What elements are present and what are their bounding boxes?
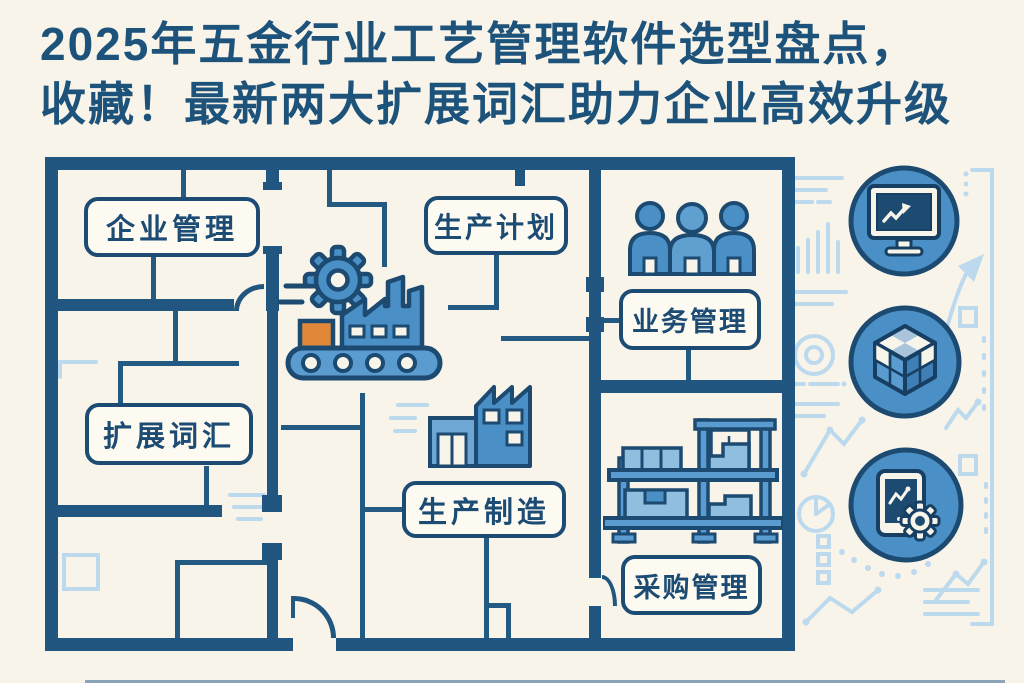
wall-line [365,507,403,512]
wall-segment [52,299,234,311]
wall-line [118,361,123,404]
wall-line [494,255,499,308]
room-label-expanded-vocabulary: 扩展词汇 [85,403,253,465]
title-line-1: 2025年五金行业工艺管理软件选型盘点， [40,18,919,70]
wall-line [501,336,589,341]
wall-segment [263,182,282,190]
decor-line [393,429,417,433]
decor-square [62,553,100,591]
wall-segment [267,560,278,638]
room-label-text: 企业管理 [105,214,238,246]
door-arc [602,575,617,606]
room-label-business-management: 业务管理 [619,289,761,350]
door-arc [234,284,264,311]
wall-line [484,537,489,638]
room-label-production-planning: 生产计划 [424,196,568,255]
wall-line [686,350,691,381]
sidebar-icons [848,165,964,563]
decor-line [396,403,429,407]
wall-segment [586,277,604,292]
decor-line [228,493,266,497]
wall-segment [52,505,222,517]
room-label-text: 业务管理 [632,307,748,337]
wall-segment [336,638,795,651]
wall-line [601,318,620,323]
wall-line [204,466,209,506]
wall-line [181,170,186,198]
page-title: 2025年五金行业工艺管理软件选型盘点， 收藏！最新两大扩展词汇助力企业高效升级 [40,14,952,134]
wall-segment [266,157,279,190]
room-label-enterprise-management: 企业管理 [84,197,260,257]
decor-line [389,416,417,420]
wall-line [175,560,180,638]
wall-segment [45,638,293,651]
wall-line [360,393,365,638]
door-arc [294,596,336,638]
decor-line [58,360,62,379]
wall-segment [589,606,601,638]
warehouse-rack-icon [603,418,783,544]
wall-segment [267,311,278,495]
cube-3d-icon [848,305,962,419]
room-label-text: 生产制造 [417,496,550,529]
factory-building-icon [428,385,532,468]
wall-line [382,202,387,267]
wall-segment [586,317,604,332]
wall-segment [262,495,282,512]
decor-line [232,505,265,509]
monitor-chart-icon [848,165,960,277]
wall-line [281,425,361,430]
wall-segment [782,157,795,651]
wall-segment [45,157,795,170]
room-label-production-manufacturing: 生产制造 [402,481,566,538]
wall-line [151,257,156,300]
gear-factory-conveyor-icon [278,244,443,381]
room-label-text: 生产计划 [433,211,558,243]
decor-line [58,360,98,364]
wall-segment [45,157,58,651]
wall-line [175,560,270,565]
wall-segment [589,380,782,393]
wall-line [448,305,499,310]
tablet-gear-icon [848,447,964,563]
wall-line [118,361,239,366]
wall-segment [589,157,601,578]
bottom-crop-line [85,680,1005,683]
wall-line [327,170,332,206]
team-people-icon [628,201,756,276]
title-line-2: 收藏！最新两大扩展词汇助力企业高效升级 [40,78,952,130]
wall-segment [263,246,282,254]
wall-segment [515,170,525,186]
wall-segment [266,252,279,311]
wall-line [484,603,511,608]
room-label-text: 扩展词汇 [102,421,235,453]
decor-line [236,517,263,521]
wall-line [506,603,511,638]
sketch-decorations [792,168,994,626]
wall-line [173,311,178,365]
room-label-procurement-management: 采购管理 [621,555,762,615]
room-label-text: 采购管理 [633,572,750,603]
wall-line [327,202,387,207]
wall-line [291,596,295,618]
wall-segment [262,543,282,560]
